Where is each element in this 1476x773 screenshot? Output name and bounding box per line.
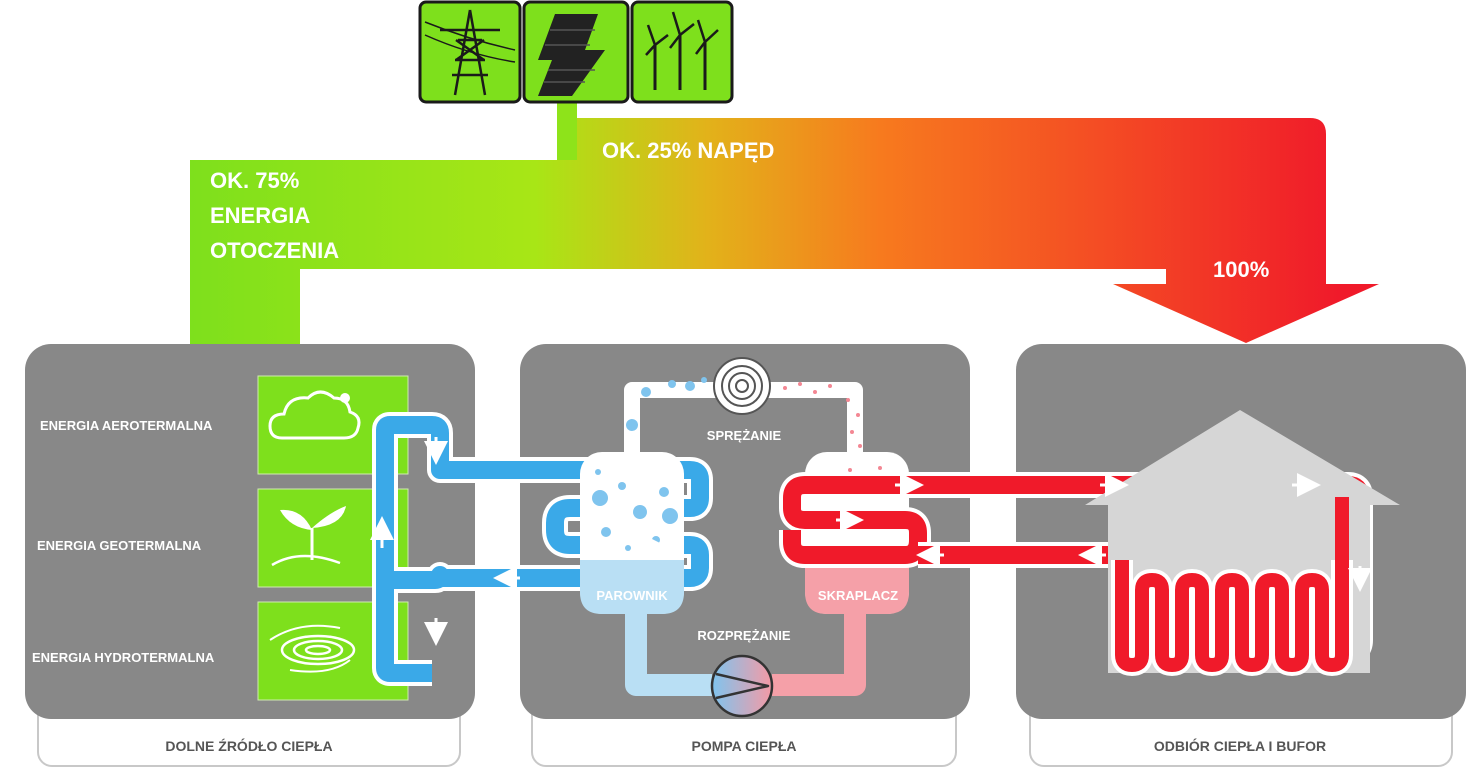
- ambient-label-line-3: OTOCZENIA: [210, 238, 339, 263]
- evaporator: [580, 452, 684, 614]
- cloud-sun-icon: [268, 390, 361, 440]
- solar-panel-icon: [522, 0, 630, 104]
- ambient-label-line-1: OK. 75%: [210, 168, 299, 193]
- power-pylon-icon: [418, 0, 522, 104]
- compression-label: SPRĘŻANIE: [707, 428, 782, 443]
- condenser-label: SKRAPLACZ: [818, 588, 898, 603]
- hot-loop-arrows: [836, 473, 1372, 592]
- energy-flow-band: [190, 100, 1379, 345]
- ambient-label-line-2: ENERGIA: [210, 203, 310, 228]
- evaporator-label: PAROWNIK: [596, 588, 668, 603]
- expansion-valve-icon: [710, 654, 774, 718]
- middle-panel-caption: POMPA CIEPŁA: [691, 738, 796, 754]
- cold-loop: [370, 412, 713, 686]
- evaporator-arrows: [620, 458, 664, 557]
- expansion-label: ROZPRĘŻANIE: [697, 628, 791, 643]
- source-label-hydro: ENERGIA HYDROTERMALNA: [32, 650, 215, 665]
- source-label-geo: ENERGIA GEOTERMALNA: [37, 538, 202, 553]
- right-panel-caption: ODBIÓR CIEPŁA I BUFOR: [1154, 737, 1326, 754]
- drive-label: OK. 25% NAPĘD: [602, 138, 774, 163]
- total-label: 100%: [1213, 257, 1269, 282]
- underfloor-heating-coil: [1111, 497, 1353, 676]
- left-panel-caption: DOLNE ŹRÓDŁO CIEPŁA: [165, 737, 332, 754]
- drive-icons: [418, 0, 734, 104]
- compressor-icon: [713, 357, 771, 415]
- seedling-icon: [271, 506, 346, 567]
- source-label-aero: ENERGIA AEROTERMALNA: [40, 418, 213, 433]
- wind-turbine-icon: [630, 0, 734, 104]
- water-swirl-icon: [269, 624, 356, 673]
- drive-connector: [557, 100, 577, 160]
- flow-band-shape: [190, 118, 1379, 345]
- vapor-bubbles: [626, 377, 862, 448]
